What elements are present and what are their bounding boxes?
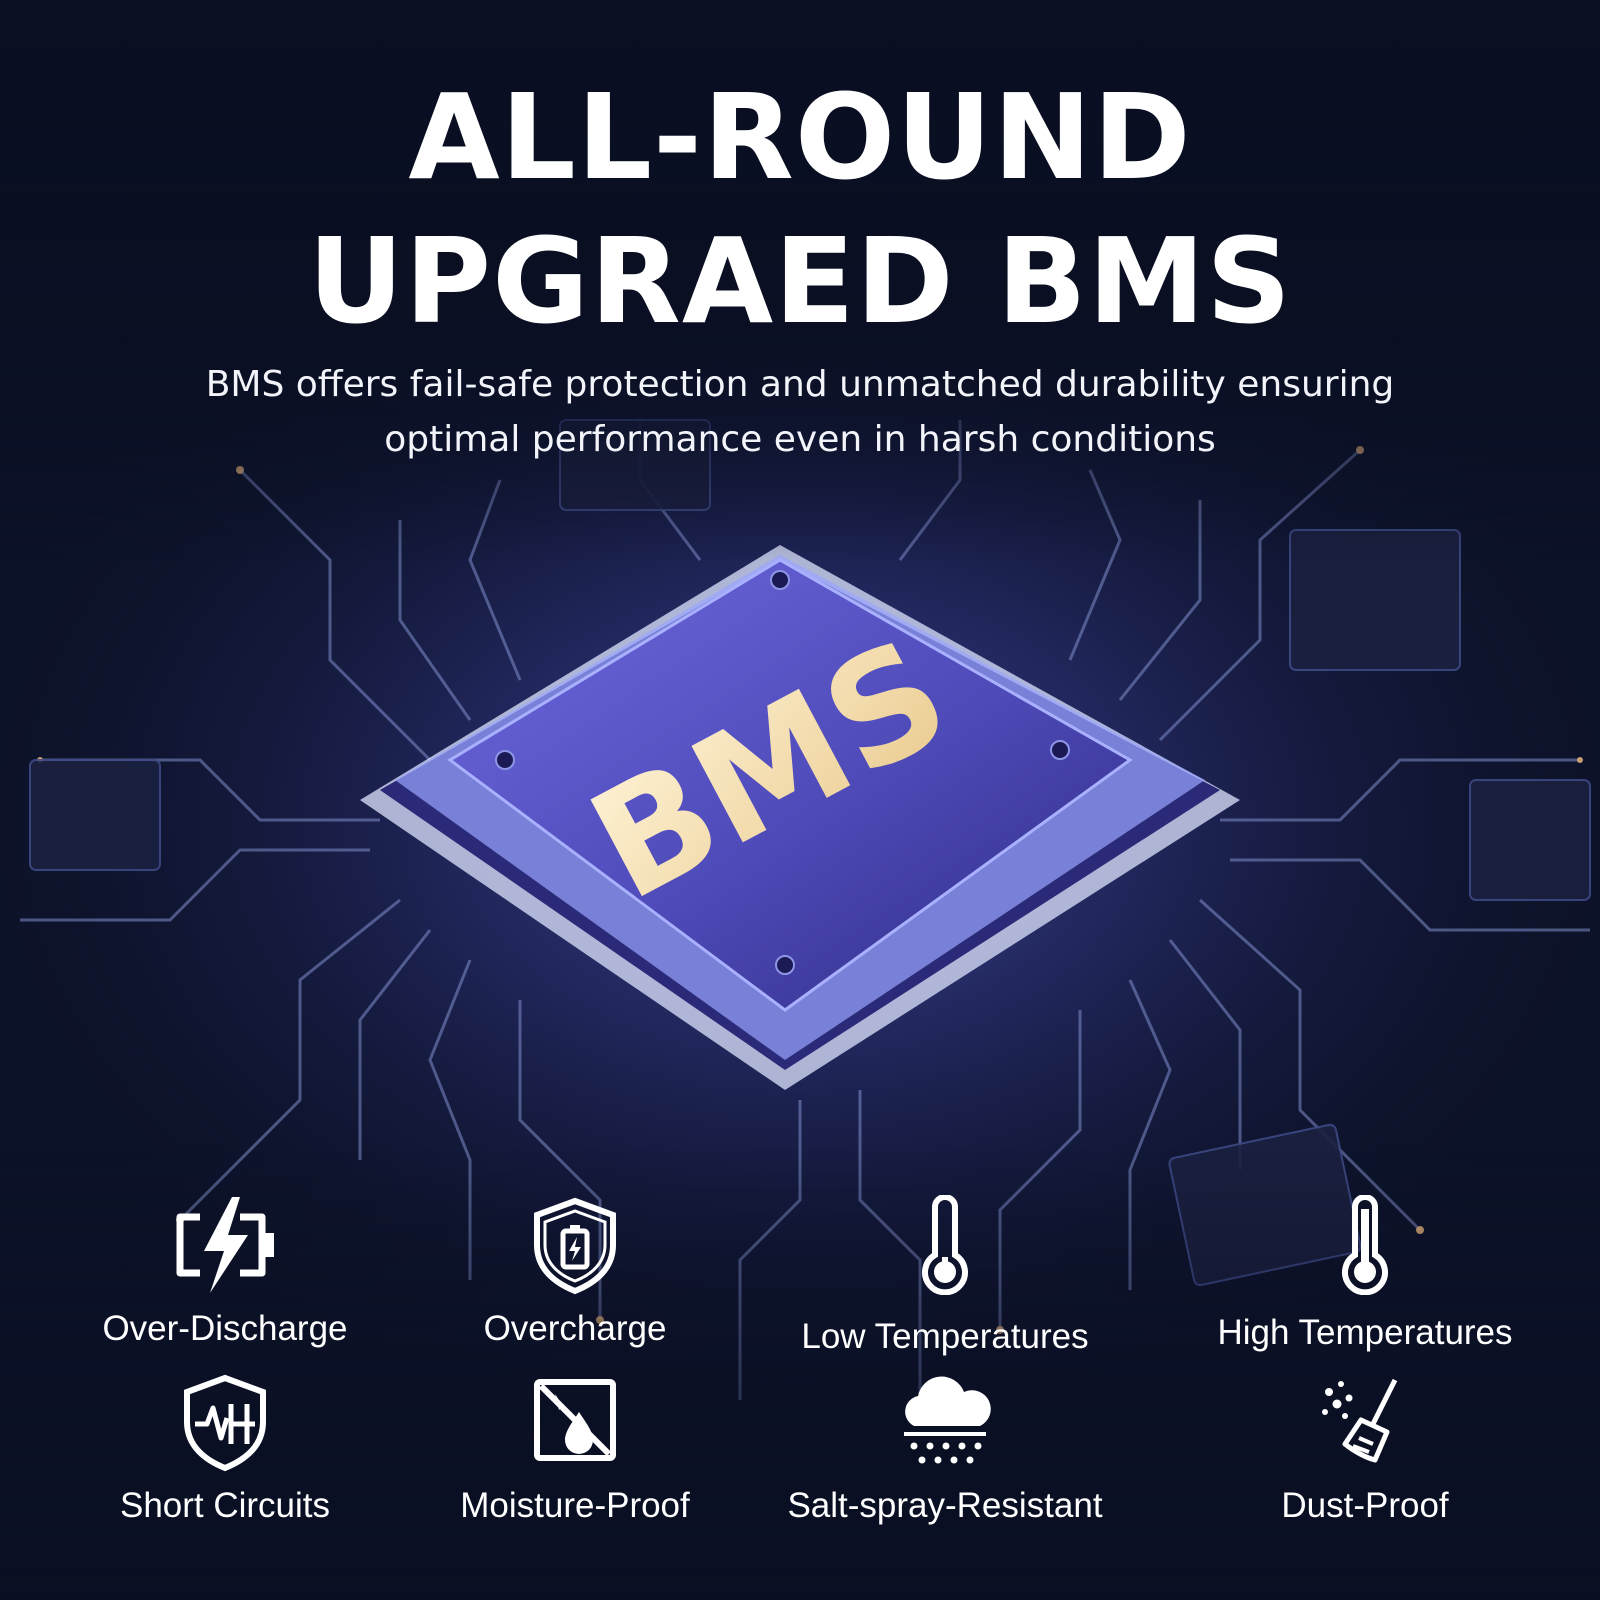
feature-label: Over-Discharge bbox=[102, 1309, 348, 1348]
thermometer-low-icon bbox=[922, 1195, 968, 1295]
headline-line-1: ALL-ROUND bbox=[408, 68, 1192, 206]
no-water-icon bbox=[534, 1379, 616, 1461]
subheadline-line-1: BMS offers fail-safe protection and unma… bbox=[205, 364, 1395, 405]
feature-short-circuits: Short Circuits bbox=[35, 1372, 415, 1542]
shield-circuit-icon bbox=[184, 1374, 266, 1472]
feature-dust-proof: Dust-Proof bbox=[1175, 1372, 1555, 1542]
feature-salt-spray-resistant: Salt-spray-Resistant bbox=[755, 1372, 1135, 1542]
feature-low-temperatures: Low Temperatures bbox=[755, 1195, 1135, 1365]
feature-label: Moisture-Proof bbox=[460, 1486, 690, 1525]
feature-over-discharge: Over-Discharge bbox=[35, 1195, 415, 1365]
feature-overcharge: Overcharge bbox=[385, 1195, 765, 1365]
feature-label: Salt-spray-Resistant bbox=[787, 1486, 1103, 1525]
feature-label: Low Temperatures bbox=[801, 1317, 1089, 1356]
feature-label: Dust-Proof bbox=[1281, 1486, 1449, 1525]
battery-lightning-icon bbox=[176, 1197, 274, 1293]
feature-label: Short Circuits bbox=[119, 1486, 331, 1525]
cloud-spray-icon bbox=[904, 1376, 991, 1464]
feature-high-temperatures: High Temperatures bbox=[1175, 1195, 1555, 1365]
feature-label: High Temperatures bbox=[1217, 1313, 1513, 1352]
broom-dust-icon bbox=[1322, 1378, 1398, 1463]
shield-battery-icon bbox=[534, 1197, 616, 1295]
thermometer-high-icon bbox=[1342, 1195, 1388, 1295]
subheadline-line-2: optimal performance even in harsh condit… bbox=[384, 419, 1216, 460]
headline-line-2: UPGRAED BMS bbox=[307, 212, 1293, 350]
feature-moisture-proof: Moisture-Proof bbox=[385, 1372, 765, 1542]
feature-label: Overcharge bbox=[483, 1309, 667, 1348]
